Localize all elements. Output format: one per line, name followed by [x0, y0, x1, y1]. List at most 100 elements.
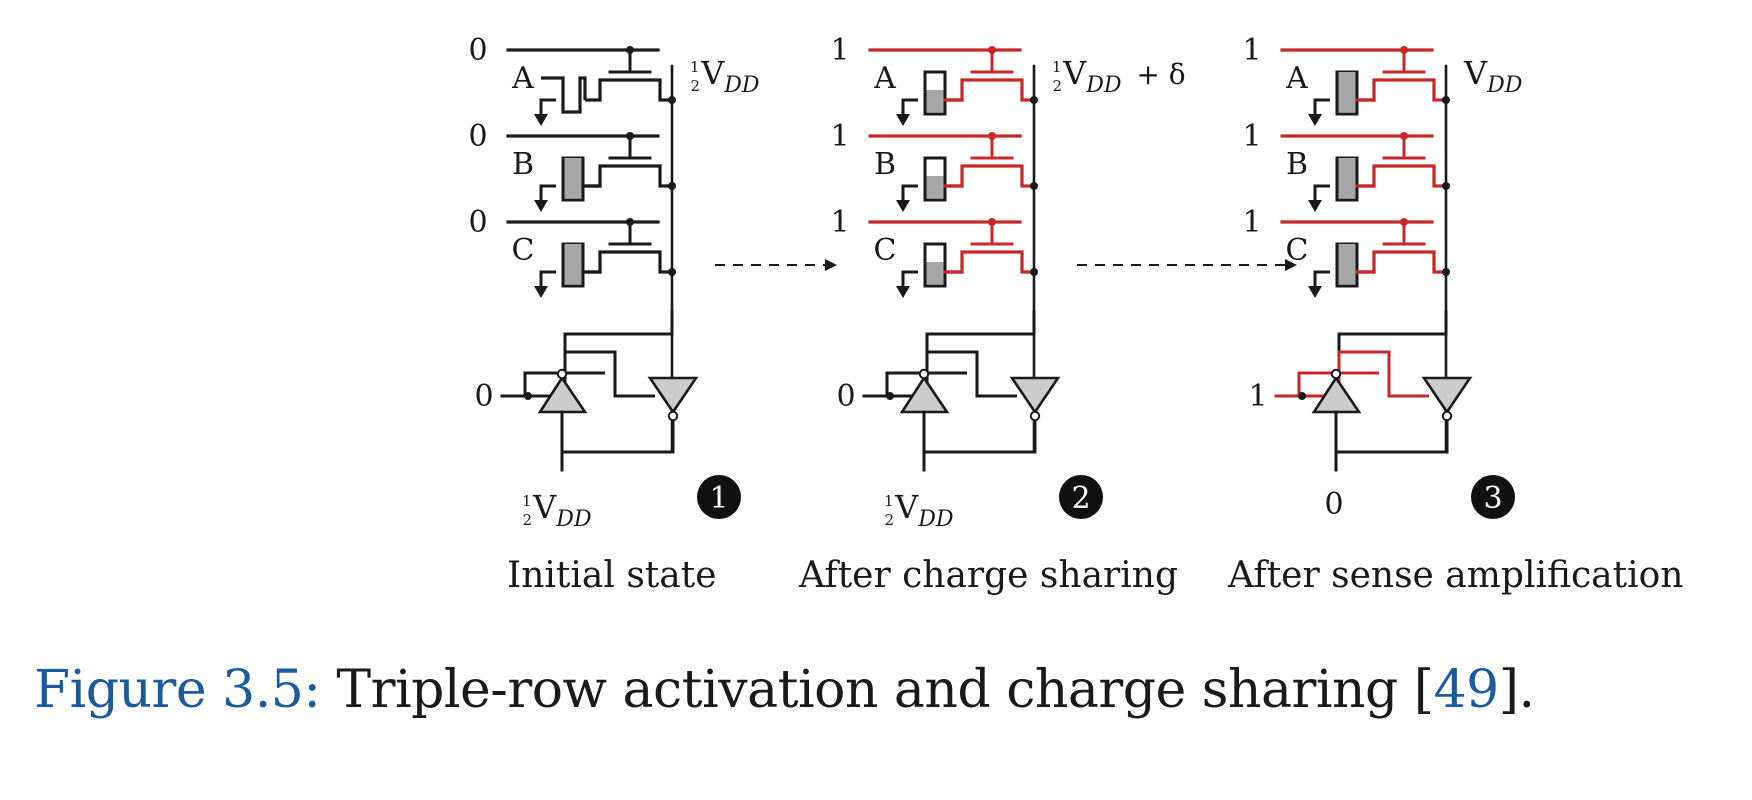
- sa-loop-right: [1337, 350, 1429, 398]
- dram-row-b: 1B: [1242, 119, 1450, 212]
- dram-row-c: 1C: [830, 205, 1038, 298]
- cell-charge: [1338, 72, 1356, 112]
- caption-text: Triple-row activation and charge sharing…: [320, 660, 1434, 720]
- dram-row-a: 1A: [830, 33, 1038, 126]
- wordline-value: 1: [830, 205, 849, 240]
- access-transistor: [1359, 78, 1446, 102]
- inverter-right: [1009, 376, 1061, 415]
- ground-lead: [539, 98, 556, 120]
- caption-label: Figure 3.5:: [34, 660, 321, 720]
- wordline-value: 1: [1242, 205, 1261, 240]
- inverter-left-bubble: [556, 368, 568, 380]
- arrow-2-to-3: [1077, 259, 1297, 271]
- arrow-head: [1285, 259, 1297, 271]
- row-label: A: [511, 61, 534, 96]
- cell-charge: [926, 90, 944, 112]
- figure-caption: Figure 3.5: Triple-row activation and ch…: [34, 660, 1535, 720]
- cell-charge: [564, 244, 582, 284]
- wordline-value: 1: [830, 33, 849, 68]
- cell-charge: [1338, 244, 1356, 284]
- inverter-right: [647, 376, 699, 415]
- dram-row-a: 1A: [1242, 33, 1450, 126]
- access-transistor: [947, 250, 1034, 274]
- inverter-right-bubble: [667, 410, 679, 422]
- row-label: C: [874, 233, 897, 268]
- ground-arrow: [896, 286, 910, 298]
- panel-title: Initial state: [507, 555, 717, 596]
- bitline-node: [668, 96, 676, 104]
- sa-input-node: [886, 392, 894, 400]
- row-label: B: [512, 147, 534, 182]
- ground-lead: [1313, 98, 1330, 120]
- row-label: C: [512, 233, 535, 268]
- sa-bottom-loop: [924, 420, 1037, 454]
- bitline-node: [668, 268, 676, 276]
- inverter-left-bubble: [1330, 368, 1342, 380]
- ground-lead: [539, 270, 556, 292]
- arrow-head: [825, 259, 837, 271]
- ground-arrow: [896, 200, 910, 212]
- ground-lead: [1313, 270, 1330, 292]
- sense-amplifier: 0: [474, 310, 699, 472]
- wordline-value: 0: [468, 205, 487, 240]
- cell-charge: [1338, 158, 1356, 198]
- dram-row-b: 0B: [468, 119, 676, 212]
- step-badge: [1471, 475, 1515, 519]
- access-transistor: [585, 164, 672, 188]
- ground-lead: [901, 98, 918, 120]
- dram-row-c: 1C: [1242, 205, 1450, 298]
- inverter-right-bubble: [1441, 410, 1453, 422]
- step-number: 2: [1071, 481, 1090, 516]
- dram-row-a: 0A: [468, 33, 676, 126]
- access-transistor: [947, 78, 1034, 102]
- access-transistor: [1359, 250, 1446, 274]
- sa-input-node: [1298, 392, 1306, 400]
- ground-arrow: [1308, 114, 1322, 126]
- ground-arrow: [534, 200, 548, 212]
- sa-input-value: 0: [836, 379, 855, 414]
- cell-charge: [926, 262, 944, 284]
- ground-arrow: [1308, 286, 1322, 298]
- bitline-node: [1030, 96, 1038, 104]
- sa-input-value: 0: [474, 379, 493, 414]
- bitline-node: [1030, 268, 1038, 276]
- row-label: B: [1286, 147, 1308, 182]
- inverter-left-bubble: [918, 368, 930, 380]
- sa-bottom-label: 0: [1324, 487, 1343, 522]
- dram-row-c: 0C: [468, 205, 676, 298]
- row-label: A: [1285, 61, 1308, 96]
- row-label: C: [1286, 233, 1309, 268]
- sa-loop-right: [925, 350, 1017, 398]
- wordline-value: 1: [1242, 33, 1261, 68]
- caption-citation: 49: [1433, 660, 1500, 720]
- row-label: A: [873, 61, 896, 96]
- bitline-node: [1442, 96, 1450, 104]
- sense-amplifier: 1: [1248, 310, 1473, 472]
- ground-arrow: [534, 286, 548, 298]
- ground-lead: [901, 184, 918, 206]
- sa-input-node: [524, 392, 532, 400]
- ground-lead: [901, 270, 918, 292]
- sa-input-value: 1: [1248, 379, 1267, 414]
- arrow-1-to-2: [715, 259, 837, 271]
- cell-charge: [926, 176, 944, 198]
- step-badge: [697, 475, 741, 519]
- row-label: B: [874, 147, 896, 182]
- bitline-node: [668, 182, 676, 190]
- sa-loop-right: [563, 350, 655, 398]
- inverter-right: [1421, 376, 1473, 415]
- wordline-value: 0: [468, 33, 487, 68]
- wordline-value: 1: [830, 119, 849, 154]
- step-number: 3: [1483, 481, 1502, 516]
- sense-amplifier: 0: [836, 310, 1061, 472]
- access-transistor: [585, 78, 672, 102]
- sa-bottom-loop: [1336, 420, 1449, 454]
- ground-lead: [539, 184, 556, 206]
